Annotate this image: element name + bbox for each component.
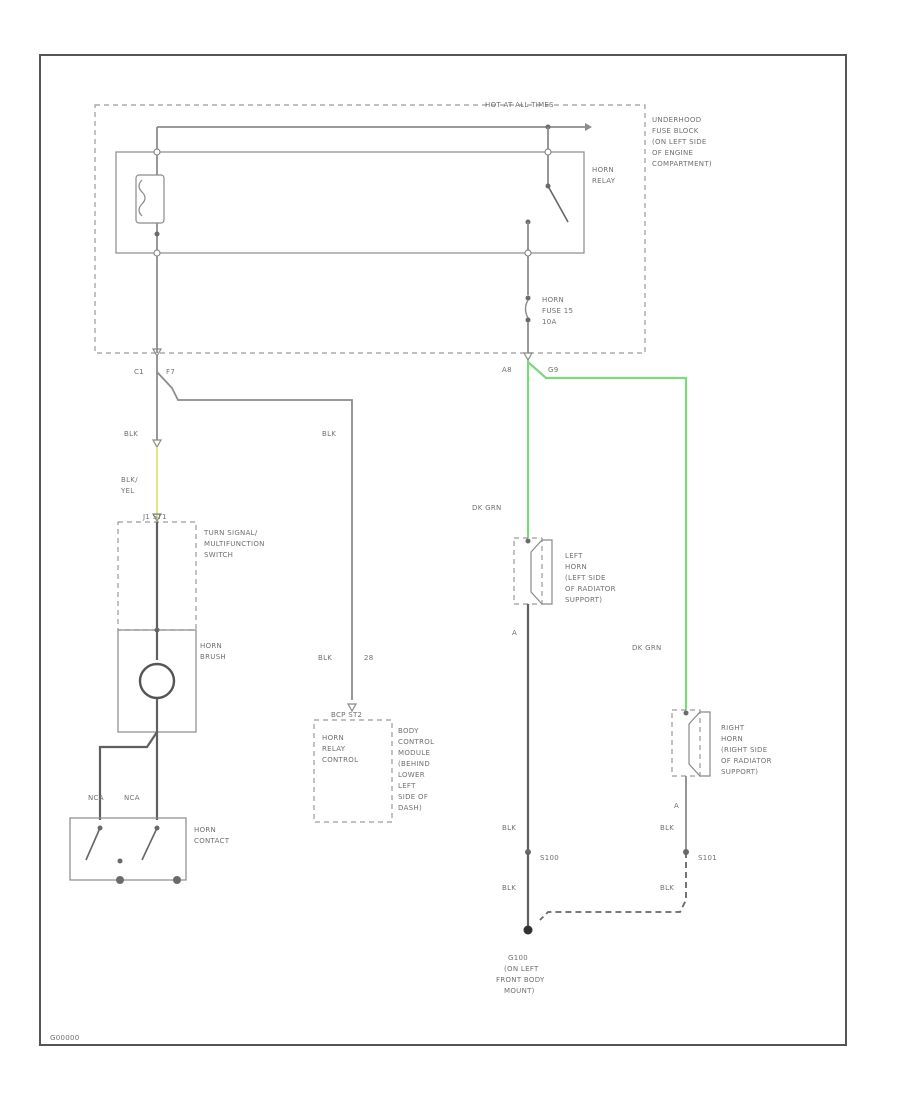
fuse-top-dot	[525, 295, 531, 301]
bus-arrow-icon	[585, 123, 592, 131]
wire-blk-label-2: BLK	[322, 430, 336, 438]
left-horn-terminal-dot	[525, 538, 531, 544]
relay-terminal-3	[153, 249, 161, 257]
horn-fuse-icon	[524, 299, 529, 319]
right-horn-icon	[688, 711, 711, 777]
c1-connector-icon	[151, 348, 163, 358]
c1-pin-label: F7	[166, 368, 175, 376]
relay-terminal-2	[544, 148, 552, 156]
bcm-pin-label: 28	[364, 654, 374, 662]
horn-contact-label: HORN CONTACT	[194, 826, 230, 845]
horn-relay-label: HORN RELAY	[592, 166, 617, 185]
bcm-connector-icon	[346, 703, 358, 713]
body-control-module-label: BODY CONTROL MODULE (BEHIND LOWER LEFT S…	[398, 727, 437, 812]
figure-id-label: G00000	[50, 1034, 80, 1042]
inline-connector-icon	[151, 439, 163, 449]
turn-signal-pin-label: J1 ST1	[142, 513, 167, 521]
right-horn-box	[671, 709, 701, 777]
splice-s100-label: S100	[540, 854, 559, 862]
blk-ground-link-wire	[539, 852, 687, 921]
a8-left-label: A8	[502, 366, 512, 374]
horn-brush-label: HORN BRUSH	[200, 642, 226, 661]
splice-s101-label: S101	[698, 854, 717, 862]
horn-contact-switch-1-icon	[85, 827, 101, 861]
horn-relay-box	[115, 151, 585, 254]
nca-label-2: NCA	[124, 794, 140, 802]
left-horn-box	[513, 537, 543, 605]
underhood-fuse-block-label: UNDERHOOD FUSE BLOCK (ON LEFT SIDE OF EN…	[652, 116, 712, 168]
wire-blk-right-label-1: BLK	[660, 824, 674, 832]
contact-terminal-dot	[117, 858, 123, 864]
body-control-module-box	[313, 719, 393, 823]
a8-connector-icon	[522, 352, 534, 362]
horn-relay-control-label: HORN RELAY CONTROL	[322, 734, 358, 764]
wire-blk-yel-label: BLK/ YEL	[120, 476, 140, 495]
c1-connector-label: C1	[134, 368, 144, 376]
wire-dk-grn-label-2: DK GRN	[632, 644, 662, 652]
right-horn-label: RIGHT HORN (RIGHT SIDE OF RADIATOR SUPPO…	[721, 724, 774, 776]
pin-a-right-label: A	[674, 802, 679, 810]
fuse-bottom-dot	[525, 317, 531, 323]
hot-at-all-times-label: HOT AT ALL TIMES	[485, 101, 554, 109]
a8-right-label: G9	[548, 366, 558, 374]
turn-signal-connector-icon	[151, 513, 163, 523]
coil-winding-icon	[138, 179, 146, 217]
wire-blk-left-label-1: BLK	[502, 824, 516, 832]
left-horn-icon	[530, 539, 553, 605]
bcm-feed-wire	[156, 371, 353, 700]
bcm-connector-label: BCP ST2	[331, 711, 362, 719]
ground-g100-icon	[523, 925, 533, 935]
underhood-fuse-block-enclosure	[94, 104, 646, 354]
turn-signal-switch-label: TURN SIGNAL/ MULTIFUNCTION SWITCH	[203, 529, 267, 559]
relay-terminal-4	[524, 249, 532, 257]
dk-grn-wire-right-horn	[527, 361, 688, 710]
nca-label-1: NCA	[88, 794, 104, 802]
diagram-frame	[39, 54, 847, 1046]
horn-contact-switch-2-icon	[141, 827, 158, 861]
contact-left-wire	[98, 731, 158, 820]
contact-ground-dot-2	[173, 876, 181, 884]
horn-fuse-label: HORN FUSE 15 10A	[542, 296, 576, 326]
wire-dk-grn-label-1: DK GRN	[472, 504, 502, 512]
right-horn-terminal-dot	[683, 710, 689, 716]
pin-a-left-label: A	[512, 629, 517, 637]
wire-blk-bcm-label: BLK	[318, 654, 332, 662]
relay-switch-blade-icon	[547, 185, 569, 223]
wire-blk-left-label-2: BLK	[502, 884, 516, 892]
wire-blk-label-1: BLK	[124, 430, 138, 438]
horn-contact-box	[69, 817, 187, 881]
left-horn-label: LEFT HORN (LEFT SIDE OF RADIATOR SUPPORT…	[565, 552, 618, 604]
horn-brush-icon	[138, 662, 176, 700]
wire-blk-right-label-2: BLK	[660, 884, 674, 892]
ground-g100-label: G100 (ON LEFT FRONT BODY MOUNT)	[496, 954, 547, 995]
relay-terminal-1	[153, 148, 161, 156]
contact-ground-dot-1	[116, 876, 124, 884]
coil-dot	[154, 231, 160, 237]
relay-coil-icon	[135, 174, 165, 224]
